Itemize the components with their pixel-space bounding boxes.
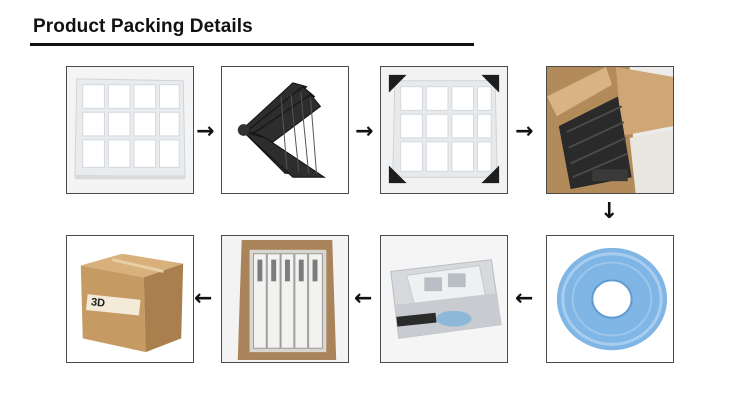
arrow-left-icon: ←: [194, 286, 213, 311]
arrow-right-icon: →: [515, 119, 534, 144]
step-5-photo: [546, 235, 674, 363]
arrow-left-icon: ←: [515, 286, 534, 311]
arrow-down-icon: ↓: [600, 199, 619, 224]
page-title: Product Packing Details: [33, 16, 253, 37]
step-2-photo: [221, 66, 349, 194]
step-6-photo: [380, 235, 508, 363]
arrow-left-icon: ←: [354, 286, 373, 311]
arrow-right-icon: →: [355, 119, 374, 144]
step-1-photo: [66, 66, 194, 194]
box-label-brand: 3D: [90, 296, 106, 310]
step-8-photo: 3D: [66, 235, 194, 363]
step-7-photo: [221, 235, 349, 363]
title-underline: [30, 43, 474, 46]
step-3-photo: [380, 66, 508, 194]
step-4-photo: [546, 66, 674, 194]
arrow-right-icon: →: [196, 119, 215, 144]
